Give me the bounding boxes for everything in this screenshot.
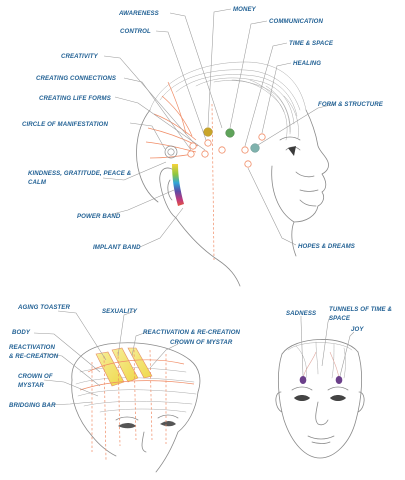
label-creativity: CREATIVITY [61, 53, 99, 60]
front-face-mouth [307, 435, 335, 440]
top-head-left-eyebrow [115, 416, 139, 421]
healing-point [258, 133, 266, 141]
label-body: BODY [12, 329, 31, 336]
label-time-space: TIME & SPACE [289, 40, 334, 47]
main-profile-head: AWARENESS MONEY CONTROL COMMUNICATION CR… [22, 6, 384, 287]
front-face-right-eyebrow [327, 386, 349, 391]
label-crown-of-mystar-right: CROWN OF MYSTAR [170, 339, 233, 346]
label-sadness: SADNESS [286, 310, 316, 317]
label-reactivation-line1: REACTIVATION [9, 344, 55, 351]
form-structure-point [250, 143, 260, 153]
sadness-point [299, 376, 307, 384]
label-tunnels-line2: SPACE [329, 315, 351, 322]
front-face-left-ear [275, 391, 283, 413]
label-bridging-bar: BRIDGING BAR [9, 402, 56, 409]
front-face-right-eye [330, 395, 346, 401]
face-profile [291, 109, 329, 257]
lips [299, 189, 319, 192]
front-face-left-eye [294, 395, 310, 401]
label-creating-life-forms: CREATING LIFE FORMS [39, 95, 111, 102]
label-communication: COMMUNICATION [269, 18, 323, 25]
label-reactivation-line2: & RE-CREATION [9, 353, 59, 360]
eye-lashes [288, 146, 296, 156]
ear [159, 167, 177, 219]
control-point [204, 139, 212, 147]
label-creating-connections: CREATING CONNECTIONS [36, 75, 116, 82]
creating-connections-point [187, 150, 195, 158]
top-head-right-side [155, 391, 199, 473]
money-point [203, 127, 213, 137]
label-healing: HEALING [293, 60, 321, 67]
label-joy: JOY [351, 326, 364, 333]
top-head-right-eye [160, 421, 176, 427]
hopes-dreams-point [244, 160, 252, 168]
label-aging-toaster: AGING TOASTER [17, 304, 70, 311]
sexuality-band [111, 347, 139, 383]
front-face-hairline [281, 339, 359, 355]
creating-life-forms-point [201, 150, 209, 158]
top-head-left-side [71, 379, 117, 457]
top-head-view: AGING TOASTER SEXUALITY BODY REACTIVATIO… [9, 304, 241, 473]
label-crown-of-mystar-left-line1: CROWN OF [18, 373, 53, 380]
front-face-nose [315, 401, 329, 426]
front-face-left-eyebrow [291, 386, 313, 391]
front-face-right-ear [357, 391, 365, 413]
top-head-outline [71, 342, 201, 393]
creativity-point [189, 142, 197, 150]
eyebrow [279, 136, 301, 141]
label-kindness-line1: KINDNESS, GRATITUDE, PEACE & [28, 170, 131, 177]
circle-of-manifestation [164, 145, 178, 159]
label-awareness: AWARENESS [118, 10, 159, 17]
label-power-band: POWER BAND [77, 213, 121, 220]
label-crown-of-mystar-left-line2: MYSTAR [18, 382, 44, 389]
label-tunnels-line1: TUNNELS OF TIME & [329, 306, 392, 313]
label-sexuality: SEXUALITY [102, 308, 138, 315]
label-circle-of-manifestation: CIRCLE OF MANIFESTATION [22, 121, 109, 128]
top-head-left-eye [118, 423, 136, 429]
label-implant-band: IMPLANT BAND [93, 244, 141, 251]
front-face-outline [277, 351, 363, 459]
head-back-outline [136, 109, 159, 203]
time-space-point [241, 146, 249, 154]
vertical-guide-line [211, 103, 215, 261]
neck-back [175, 217, 241, 287]
front-face-view: SADNESS TUNNELS OF TIME & SPACE JOY [275, 306, 392, 459]
power-band [172, 164, 184, 206]
joy-point [335, 376, 343, 384]
label-money: MONEY [233, 6, 257, 13]
label-form-structure: FORM & STRUCTURE [318, 101, 384, 108]
label-hopes-dreams: HOPES & DREAMS [298, 243, 355, 250]
label-control: CONTROL [120, 28, 151, 35]
hair-outline [149, 61, 307, 111]
label-reactivation-recreation-right: REACTIVATION & RE-CREATION [143, 329, 241, 336]
awareness-point [218, 146, 226, 154]
label-kindness-line2: CALM [28, 179, 47, 186]
aging-toaster-band [95, 351, 125, 387]
communication-point [225, 128, 235, 138]
top-head-right-eyebrow [157, 414, 179, 419]
